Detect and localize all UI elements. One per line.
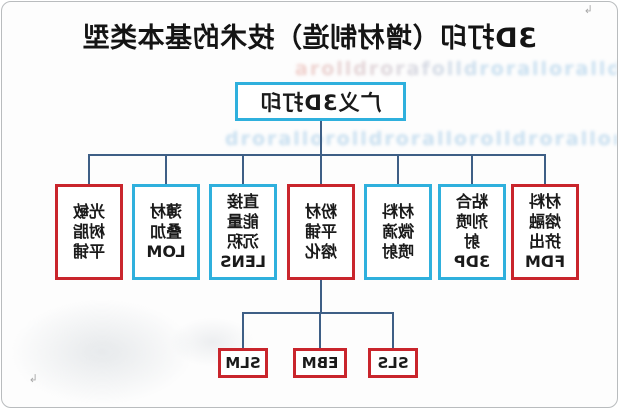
diagram-title: 3D打印（增材制造）技术的基本类型 <box>82 23 537 54</box>
node-binder-jetting-3dp: 粘合 剂喷 射 3DP <box>438 184 506 280</box>
connector-line <box>243 312 394 314</box>
connector-line <box>471 154 473 184</box>
node-root-3d-printing: 广义3D打印 <box>235 82 406 121</box>
connector-line <box>392 312 394 348</box>
watermark-band: drorallorolldrorallorolldroralloralldror… <box>225 128 617 150</box>
watermark-band: arolldrorafolldroralloralldrorafol <box>295 58 617 80</box>
connector-line <box>165 154 167 184</box>
cursor-arrow-icon: ↳ <box>28 372 38 385</box>
node-material-extrusion-fdm: 材料 熔融 挤出 FDM <box>511 184 579 280</box>
connector-line <box>88 154 90 184</box>
node-directed-energy-lens: 直接 能量 沉积 LENS <box>209 184 277 280</box>
connector-line <box>320 121 322 155</box>
node-sheet-lamination-lom: 薄材 叠加 LOM <box>132 184 200 280</box>
connector-line <box>320 154 322 184</box>
connector-line <box>242 154 244 184</box>
node-slm: SLM <box>218 348 268 378</box>
node-sls: SLS <box>368 348 418 378</box>
connector-line <box>544 154 546 184</box>
node-ebm: EBM <box>293 348 347 378</box>
node-material-jetting: 材料 微滴 喷射 <box>364 184 432 280</box>
connector-line <box>88 154 545 156</box>
node-vat-photopolymer: 光敏 树脂 平铺 <box>55 184 123 280</box>
connector-line <box>397 154 399 184</box>
node-powder-bed-fusion: 粉材 平铺 熔化 <box>287 184 355 280</box>
connector-line <box>242 312 244 348</box>
cursor-arrow-icon: ↳ <box>583 3 593 16</box>
connector-line <box>320 280 322 312</box>
connector-line <box>319 312 321 348</box>
